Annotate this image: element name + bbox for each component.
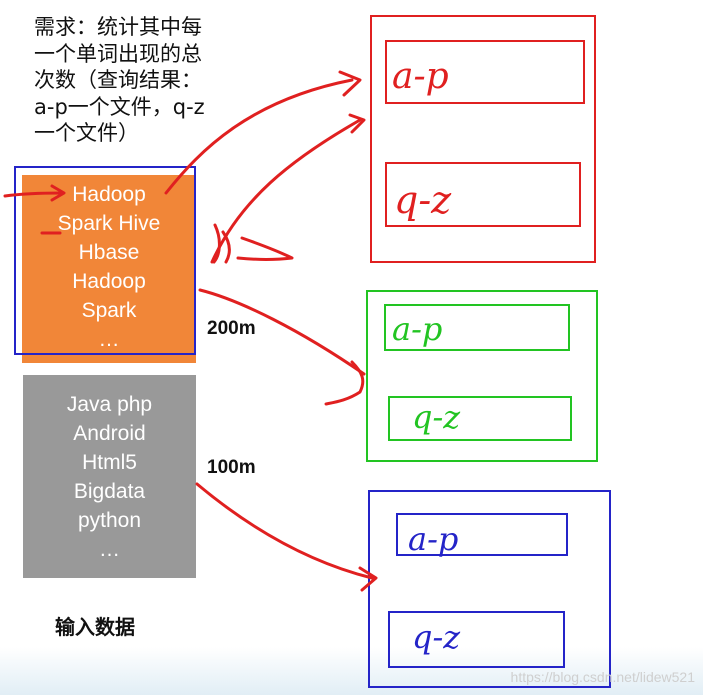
output-group-green: [366, 290, 598, 462]
input-data-label: 输入数据: [55, 615, 135, 639]
requirement-text: 需求：统计其中每 一个单词出现的总 次数（查询结果： a-p一个文件，q-z 一…: [34, 14, 249, 147]
requirement-line: 一个文件）: [34, 121, 139, 145]
output-group-red: [370, 15, 596, 263]
input-word: …: [99, 538, 120, 561]
arrowhead-red-4: [358, 566, 378, 592]
input-word: python: [77, 509, 142, 532]
partition-box-blue-ap: [396, 513, 568, 556]
input-word: Android: [73, 422, 146, 445]
size-label-100m: 100m: [207, 457, 256, 478]
input-word: Hadoop: [72, 183, 146, 206]
ink-pointer-red: [3, 191, 64, 198]
ink-mark-red: [221, 230, 231, 264]
partition-box-green-qz: [388, 396, 572, 441]
arrowhead-red-2: [348, 113, 366, 134]
input-block-2: Java php Android Html5 Bigdata python …: [23, 375, 196, 578]
input-word: Java php: [66, 393, 153, 416]
partition-box-red-ap: [385, 40, 585, 104]
arrow-red-4: [195, 482, 374, 580]
output-group-blue: [368, 490, 611, 688]
input-block-1: Hadoop Spark Hive Hbase Hadoop Spark …: [22, 175, 196, 363]
input-word: Html5: [82, 451, 137, 474]
requirement-line: 次数（查询结果：: [34, 68, 202, 92]
ink-mark-red: [212, 223, 221, 264]
requirement-line: a-p一个文件，q-z: [34, 94, 205, 119]
input-word: …: [98, 328, 120, 351]
requirement-line: 需求：统计其中每: [34, 15, 202, 39]
input-word: Hadoop: [72, 270, 146, 293]
arrow-red-2: [210, 118, 362, 264]
arrow-red-1: [164, 78, 354, 195]
size-label-200m: 200m: [207, 318, 256, 339]
input-word: Spark: [81, 299, 137, 322]
requirement-line: 一个单词出现的总: [34, 41, 202, 66]
input-word: Hbase: [78, 241, 140, 264]
partition-label-green-qz: q-z: [412, 398, 461, 436]
ink-pointer-head-red: [50, 184, 66, 202]
partition-box-blue-qz: [388, 611, 565, 668]
partition-label-green-ap: a-p: [392, 310, 442, 348]
arrowhead-red-1: [338, 70, 362, 97]
partition-box-green-ap: [384, 304, 570, 351]
input-word: Spark Hive: [57, 212, 161, 235]
partition-label-red-qz: q-z: [394, 178, 452, 222]
partition-label-blue-ap: a-p: [408, 520, 458, 558]
watermark: https://blog.csdn.net/lidew521: [510, 669, 695, 685]
input-word: Bigdata: [73, 480, 146, 503]
ink-mark-red: [236, 236, 294, 261]
split-highlight: [14, 166, 196, 355]
arrow-red-3: [198, 288, 366, 376]
partition-label-red-ap: a-p: [392, 56, 449, 97]
partition-box-red-qz: [385, 162, 581, 227]
partition-label-blue-qz: q-z: [412, 618, 461, 656]
arrowhead-red-3: [324, 360, 365, 406]
